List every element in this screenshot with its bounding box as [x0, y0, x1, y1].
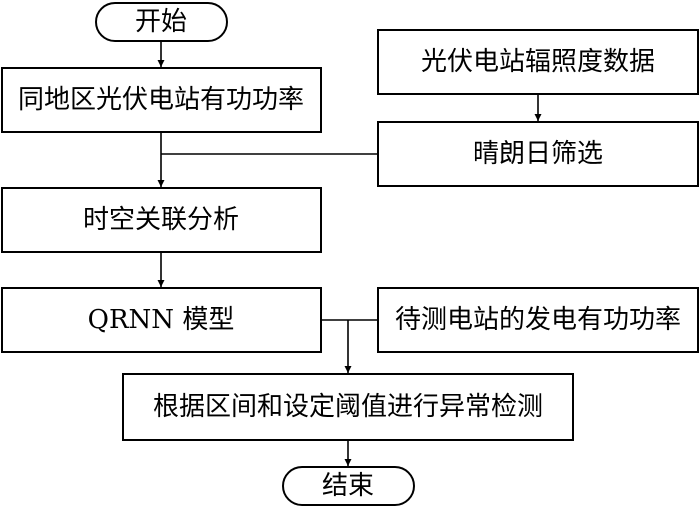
sunny-filter-label: 晴朗日筛选 [473, 139, 603, 169]
target-power-label: 待测电站的发电有功功率 [395, 305, 681, 335]
regional-power-node: 同地区光伏电站有功功率 [1, 67, 322, 133]
irradiance-data-node: 光伏电站辐照度数据 [377, 29, 699, 95]
end-node: 结束 [282, 466, 415, 506]
start-label: 开始 [135, 7, 187, 37]
qrnn-label: QRNN 模型 [88, 305, 235, 335]
start-node: 开始 [95, 2, 228, 42]
irradiance-data-label: 光伏电站辐照度数据 [421, 47, 655, 77]
spatiotemporal-label: 时空关联分析 [83, 205, 239, 235]
spatiotemporal-node: 时空关联分析 [1, 187, 322, 253]
detection-node: 根据区间和设定阈值进行异常检测 [122, 373, 574, 441]
sunny-filter-node: 晴朗日筛选 [377, 121, 699, 187]
regional-power-label: 同地区光伏电站有功功率 [18, 85, 304, 115]
detection-label: 根据区间和设定阈值进行异常检测 [153, 392, 543, 422]
qrnn-node: QRNN 模型 [1, 287, 322, 353]
target-power-node: 待测电站的发电有功功率 [377, 287, 699, 353]
end-label: 结束 [322, 471, 374, 501]
